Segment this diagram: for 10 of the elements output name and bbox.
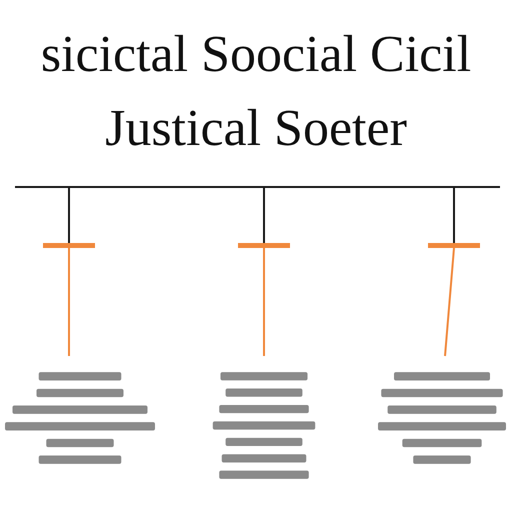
connector-line (444, 248, 455, 356)
connector-line (263, 248, 265, 356)
crossbar (428, 243, 480, 248)
crossbar (43, 243, 95, 248)
diagram-title: sicictal Soocial Cicil Justical Soeter (40, 25, 472, 159)
crossbar (238, 243, 290, 248)
connector-line (68, 187, 70, 243)
connector-line (263, 187, 265, 243)
connector-line (453, 187, 455, 243)
connector-line (68, 248, 70, 356)
